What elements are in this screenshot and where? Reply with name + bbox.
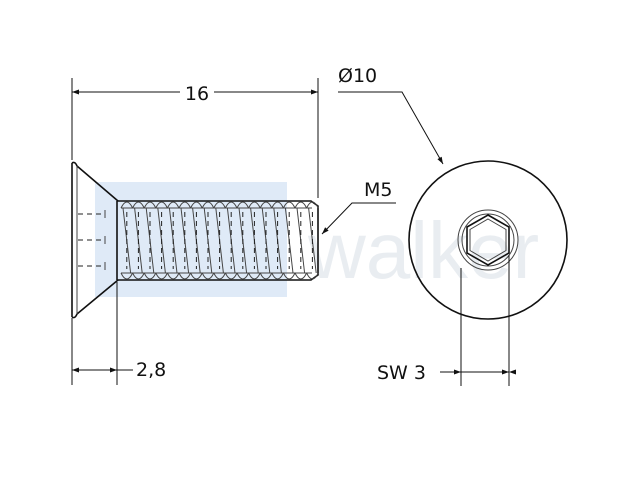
thread-dimension: M5 [321, 179, 396, 235]
thread-crest-bottom [190, 272, 203, 280]
thread-crest-top [120, 201, 134, 209]
thread-crest-bottom [132, 272, 145, 280]
thread-crest-top [294, 201, 308, 209]
screw-head-outline [71, 161, 119, 319]
thread-crest-bottom [248, 272, 261, 280]
thread-crest-bottom [259, 272, 273, 280]
thread-crest-bottom [271, 272, 284, 280]
thread-crest-bottom [213, 272, 226, 280]
thread-crest-bottom [201, 272, 215, 280]
thread-crest-top [190, 201, 203, 209]
thread-crest-bottom [120, 272, 134, 280]
thread-crest-bottom [282, 272, 296, 280]
thread-crest-top [213, 201, 226, 209]
thread-crest-top [201, 201, 215, 209]
socket-recess-circle [457, 209, 519, 271]
length-dimension: 16 [71, 78, 319, 198]
head-circle [408, 160, 568, 320]
head-height-dimension: 2,8 [71, 282, 166, 385]
hex-socket [466, 214, 510, 266]
thread-crest-top [271, 201, 284, 209]
screw-side-view [71, 161, 319, 319]
thread-crest-top [178, 201, 192, 209]
thread-crest-top [132, 201, 145, 209]
thread-crest-bottom [294, 272, 308, 280]
thread-crest-top [155, 201, 168, 209]
hex-socket-inner [469, 218, 507, 262]
head-height-label: 2,8 [136, 359, 166, 381]
thread-minor-lines [121, 207, 312, 274]
hex-socket-hidden-lines [78, 210, 106, 270]
thread-crest-bottom [155, 272, 168, 280]
socket-inner-circle [461, 213, 515, 267]
thread-crest-top [236, 201, 250, 209]
thread-crest-top [224, 201, 238, 209]
thread-crest-top [282, 201, 296, 209]
thread-crest-bottom [166, 272, 180, 280]
drive-size-label: SW 3 [377, 362, 426, 384]
watermark-text: walker [307, 206, 539, 295]
length-dimension-label: 16 [185, 83, 209, 105]
thread-crest-bottom [224, 272, 238, 280]
thread-crest-top [306, 201, 319, 209]
thread-crest-top [143, 201, 157, 209]
thread-crest-top [259, 201, 273, 209]
thread-crest-bottom [143, 272, 157, 280]
screw-end-view [408, 160, 568, 320]
thread-crests [120, 201, 319, 280]
thread-crest-bottom [236, 272, 250, 280]
thread-crest-top [166, 201, 180, 209]
screw-shank-outline [116, 200, 319, 281]
drive-size-dimension: SW 3 [377, 255, 509, 386]
thread-crest-bottom [178, 272, 192, 280]
head-diameter-dimension: Ø10 [338, 65, 444, 165]
thread-label: M5 [364, 179, 392, 201]
head-diameter-label: Ø10 [338, 65, 377, 87]
thread-crest-bottom [306, 272, 319, 280]
thread-crest-top [248, 201, 261, 209]
